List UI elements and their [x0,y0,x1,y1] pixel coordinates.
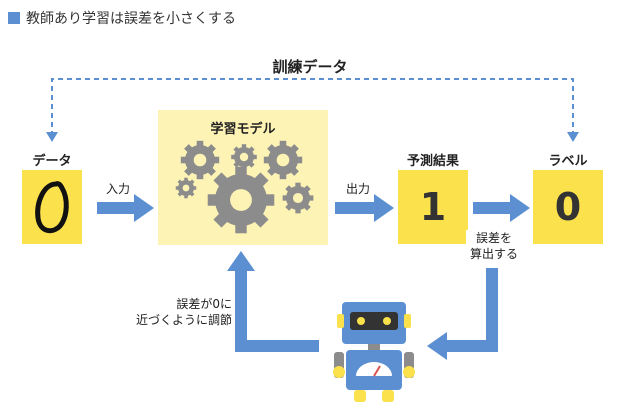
adjust-label-line1: 誤差が0に [176,297,232,311]
error-calc-line2: 算出する [469,247,518,261]
error-calc-line1: 誤差を [475,231,512,245]
input-sample-box [22,170,82,244]
compare-arrow [473,194,530,222]
training-data-arrowhead-right [567,132,579,142]
training-data-label: 訓練データ [272,58,348,76]
adjust-to-model-arrow [227,251,319,352]
ground-truth-value: 0 [533,170,603,244]
learning-model-box: 学習モデル [158,110,328,245]
error-to-robot-arrow [427,268,498,360]
learning-model-label: 学習モデル [210,122,276,137]
input-data-label: データ [32,154,72,169]
error-calc-label: 誤差を 算出する [466,230,522,262]
input-arrow [97,194,154,222]
figure-title: 教師あり学習は誤差を小さくする [26,11,236,27]
title-marker [8,12,20,24]
ground-truth-label: ラベル [548,154,588,169]
adjust-label: 誤差が0に 近づくように調節 [118,296,232,328]
training-data-dashed-arrow [51,78,574,136]
prediction-value: 1 [398,170,468,244]
input-arrow-label: 入力 [105,182,130,196]
figure-header: 教師あり学習は誤差を小さくする [8,8,236,28]
output-arrow-label: 出力 [345,182,370,196]
output-arrow [335,194,394,222]
training-data-arrowhead-left [46,132,58,142]
handwritten-digit-image [35,181,69,234]
adjust-label-line2: 近づくように調節 [135,313,232,327]
prediction-label: 予測結果 [406,154,459,169]
